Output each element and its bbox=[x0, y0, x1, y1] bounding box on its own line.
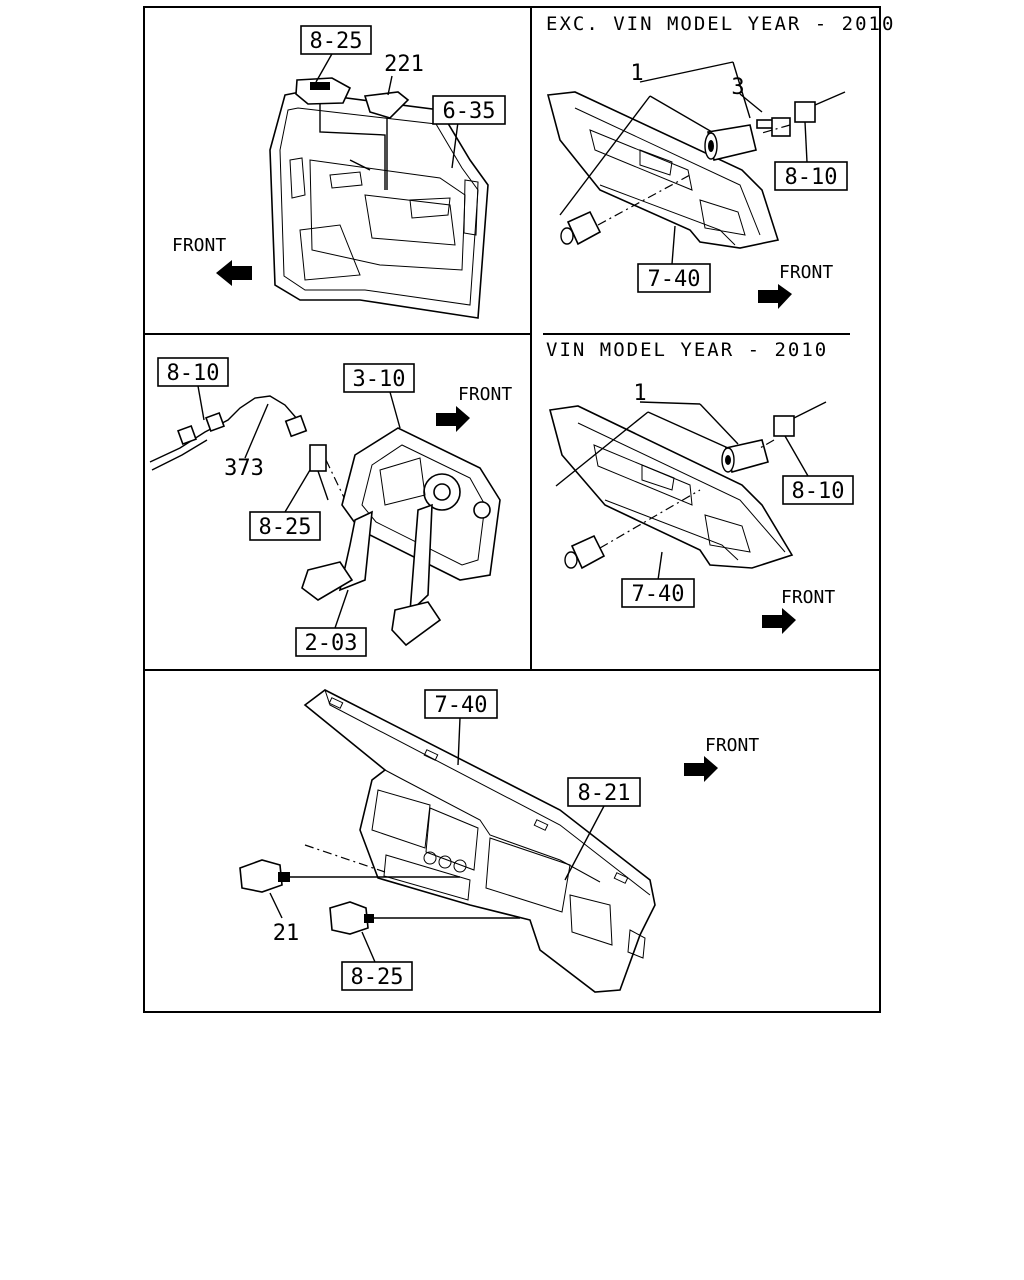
front-label: FRONT bbox=[458, 384, 512, 405]
callout-label: 7-40 bbox=[435, 693, 488, 718]
callout-label: 7-40 bbox=[632, 582, 685, 607]
callout-box bbox=[249, 511, 321, 541]
callout-label: 1 bbox=[630, 61, 643, 86]
callout-label: 373 bbox=[224, 456, 264, 481]
front-arrow-icon bbox=[762, 608, 796, 634]
socket-knob-part bbox=[560, 210, 602, 246]
instrument-lower-panel bbox=[546, 91, 780, 249]
switch-8-25-part bbox=[329, 901, 374, 935]
callout-box bbox=[300, 25, 372, 55]
callout-box bbox=[621, 578, 695, 608]
brake-pedal-part bbox=[391, 503, 442, 647]
pedal-bracket-drawing bbox=[341, 427, 501, 581]
callout-label: 7-40 bbox=[648, 267, 701, 292]
cigar-lighter-part bbox=[704, 124, 757, 161]
callout-label: 8-10 bbox=[785, 165, 838, 190]
diagram-frame bbox=[143, 6, 881, 1013]
connector-part bbox=[759, 401, 827, 449]
callout-box bbox=[343, 363, 415, 393]
front-arrow-icon bbox=[758, 284, 792, 309]
switch-21-part bbox=[239, 859, 290, 893]
callout-box bbox=[341, 961, 413, 991]
front-arrow-icon bbox=[436, 406, 470, 432]
callout-box bbox=[295, 627, 367, 657]
callout-box bbox=[424, 689, 498, 719]
callout-label: 8-21 bbox=[578, 781, 631, 806]
callout-label: 3-10 bbox=[353, 367, 406, 392]
callout-box bbox=[637, 263, 711, 293]
panel-vin-2010: VIN MODEL YEAR - 2010 bbox=[546, 339, 854, 634]
panel-door-trim: 8-25 221 6-35 FRONT bbox=[172, 25, 506, 319]
callout-label: 1 bbox=[633, 381, 646, 406]
callout-box bbox=[157, 357, 229, 387]
callout-label: 8-10 bbox=[167, 361, 220, 386]
part-221-shape bbox=[363, 91, 410, 119]
dashboard-drawing bbox=[303, 689, 656, 993]
harness-373-part bbox=[149, 395, 308, 471]
front-label: FRONT bbox=[779, 262, 833, 283]
socket-knob-part bbox=[564, 534, 606, 570]
panel-pedal-assembly: 8-10 3-10 FRONT 373 8-25 2-03 bbox=[149, 357, 512, 657]
door-trim-drawing bbox=[269, 91, 489, 319]
front-label: FRONT bbox=[781, 587, 835, 608]
section-header: VIN MODEL YEAR - 2010 bbox=[546, 339, 828, 361]
callout-label: 221 bbox=[384, 52, 424, 77]
panel-instrument-panel: 7-40 FRONT 8-21 21 8-25 bbox=[239, 689, 759, 993]
callout-label: 8-25 bbox=[310, 29, 363, 54]
callout-label: 8-25 bbox=[351, 965, 404, 990]
instrument-lower-panel bbox=[548, 405, 794, 569]
callout-box bbox=[432, 95, 506, 125]
clutch-pedal-part bbox=[301, 510, 373, 601]
callout-label: 6-35 bbox=[443, 99, 496, 124]
front-label: FRONT bbox=[172, 235, 226, 256]
front-arrow-icon bbox=[216, 260, 252, 286]
section-header: EXC. VIN MODEL YEAR - 2010 bbox=[546, 13, 895, 35]
callout-label: 3 bbox=[731, 75, 744, 100]
bulb-part-3 bbox=[756, 119, 774, 129]
callout-box bbox=[782, 475, 854, 505]
front-label: FRONT bbox=[705, 735, 759, 756]
callout-label: 21 bbox=[273, 921, 300, 946]
callout-box bbox=[567, 777, 641, 807]
window-switch-part bbox=[295, 77, 352, 105]
callout-label: 8-25 bbox=[259, 515, 312, 540]
callout-label: 2-03 bbox=[305, 631, 358, 656]
callout-label: 8-10 bbox=[792, 479, 845, 504]
front-arrow-icon bbox=[684, 756, 718, 782]
panel-exc-vin-2010: EXC. VIN MODEL YEAR - 2010 bbox=[546, 13, 895, 309]
callout-box bbox=[774, 161, 848, 191]
cigar-lighter-part bbox=[721, 439, 769, 473]
connector-part bbox=[761, 91, 846, 137]
